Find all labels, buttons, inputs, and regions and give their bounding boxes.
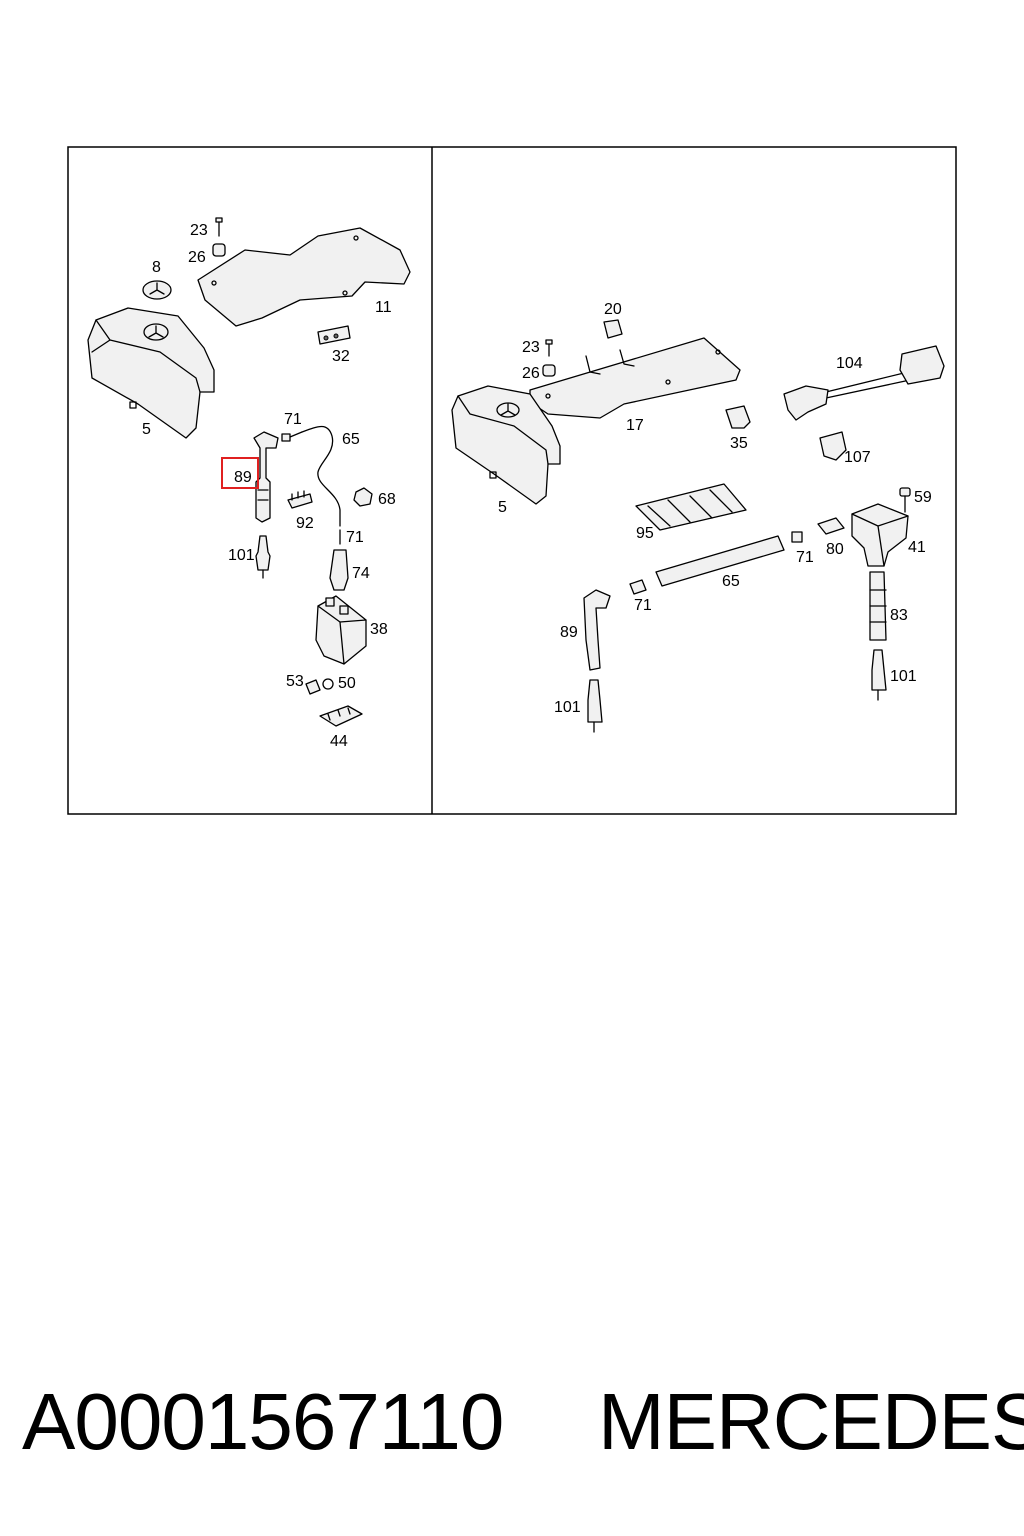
ignition-cable-part bbox=[655, 535, 785, 587]
right-panel: 20 23 26 104 17 35 107 5 59 95 41 80 71 … bbox=[451, 301, 945, 733]
bracket-part bbox=[319, 705, 363, 727]
callout-label: 11 bbox=[375, 299, 392, 316]
callout-label: 101 bbox=[890, 668, 917, 685]
cover-plate-part bbox=[197, 227, 411, 327]
callout-highlight-box bbox=[221, 457, 259, 489]
star-emblem-part bbox=[142, 280, 172, 300]
callout-label: 5 bbox=[498, 499, 507, 516]
callout-label: 17 bbox=[626, 417, 644, 434]
clip-part bbox=[603, 319, 623, 339]
callout-label: 44 bbox=[330, 733, 348, 750]
sensor-cable-part bbox=[783, 345, 945, 421]
clip-part bbox=[725, 405, 751, 429]
ignition-cable-part bbox=[301, 425, 341, 527]
small-connector-part bbox=[791, 531, 803, 543]
callout-label: 101 bbox=[554, 699, 581, 716]
callout-label: 65 bbox=[722, 573, 740, 590]
washer-part bbox=[322, 678, 334, 690]
plug-connector-part bbox=[253, 431, 279, 523]
callout-label: 71 bbox=[634, 597, 652, 614]
spark-plug-part bbox=[255, 535, 271, 579]
diagram-frame bbox=[67, 146, 957, 815]
callout-label: 53 bbox=[286, 673, 304, 690]
callout-label: 104 bbox=[836, 355, 863, 372]
callout-label: 5 bbox=[142, 421, 151, 438]
callout-label: 71 bbox=[796, 549, 814, 566]
callout-label: 32 bbox=[332, 348, 350, 365]
coil-boot-part bbox=[329, 549, 349, 591]
bolt-part bbox=[305, 679, 321, 695]
callout-label: 89 bbox=[234, 469, 252, 486]
callout-label: 74 bbox=[352, 565, 370, 582]
clip-part bbox=[287, 490, 313, 509]
nut-part bbox=[353, 487, 373, 507]
left-panel: 23 26 8 11 32 5 71 65 89 68 92 71 101 74… bbox=[87, 217, 411, 750]
callout-label: 92 bbox=[296, 515, 314, 532]
bolt-part bbox=[899, 487, 911, 513]
grommet-part bbox=[542, 364, 556, 377]
bolt-part bbox=[215, 217, 223, 237]
grommet-part bbox=[212, 243, 226, 257]
small-connector-part bbox=[281, 431, 303, 442]
ignition-coil-part bbox=[315, 595, 367, 665]
callout-label: 41 bbox=[908, 539, 926, 556]
callout-label: 26 bbox=[188, 249, 206, 266]
callout-label: 71 bbox=[284, 411, 302, 428]
callout-label: 23 bbox=[522, 339, 540, 356]
brand-caption: MERCEDES bbox=[598, 1377, 1024, 1466]
callout-label: 23 bbox=[190, 222, 208, 239]
part-number-caption: A0001567110 bbox=[22, 1377, 504, 1466]
ignition-coil-part bbox=[851, 503, 909, 567]
cover-plate-part bbox=[529, 337, 741, 419]
engine-cover-part bbox=[451, 385, 561, 505]
small-connector-part bbox=[629, 579, 647, 595]
callout-label: 80 bbox=[826, 541, 844, 558]
callout-label: 95 bbox=[636, 525, 654, 542]
plug-connector-part bbox=[583, 589, 611, 671]
callout-label: 38 bbox=[370, 621, 388, 638]
sensor-part bbox=[819, 431, 847, 461]
bolt-part bbox=[545, 339, 553, 357]
connector-block-part bbox=[317, 325, 351, 345]
parts-diagram: 23 26 8 11 32 5 71 65 89 68 92 71 101 74… bbox=[67, 146, 957, 815]
small-connector-part bbox=[817, 517, 845, 535]
callout-label: 59 bbox=[914, 489, 932, 506]
callout-label: 35 bbox=[730, 435, 748, 452]
callout-label: 101 bbox=[228, 547, 255, 564]
callout-label: 65 bbox=[342, 431, 360, 448]
callout-label: 89 bbox=[560, 624, 578, 641]
engine-cover-part bbox=[87, 307, 215, 439]
callout-label: 20 bbox=[604, 301, 622, 318]
callout-label: 26 bbox=[522, 365, 540, 382]
callout-label: 68 bbox=[378, 491, 396, 508]
bracket-part bbox=[635, 483, 747, 531]
spark-plug-part bbox=[871, 649, 887, 701]
callout-label: 107 bbox=[844, 449, 871, 466]
callout-label: 71 bbox=[346, 529, 364, 546]
callout-label: 8 bbox=[152, 259, 161, 276]
callout-label: 50 bbox=[338, 675, 356, 692]
spark-plug-part bbox=[587, 679, 603, 733]
callout-label: 83 bbox=[890, 607, 908, 624]
rod-connector-part bbox=[869, 571, 887, 641]
